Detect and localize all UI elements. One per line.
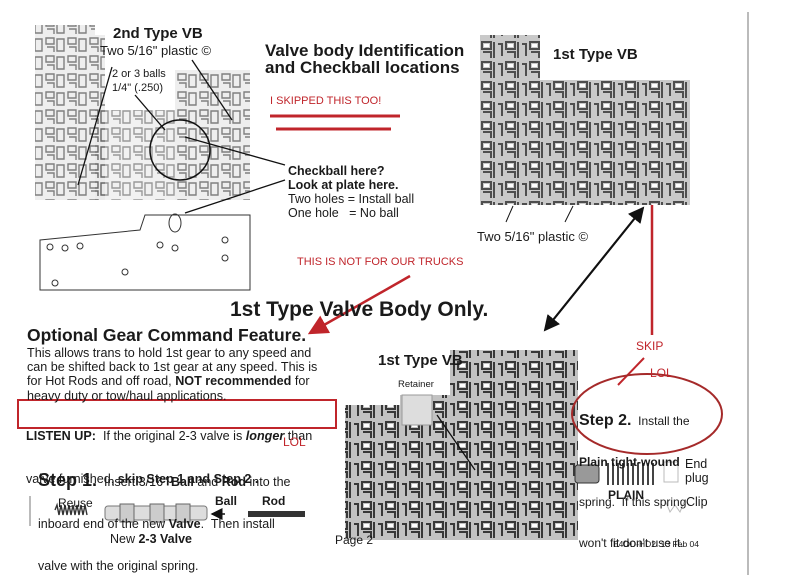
feature-line-3a: for Hot Rods and off road, bbox=[27, 374, 176, 389]
end-plug-label: End plug bbox=[685, 457, 709, 485]
second-type-vb-diagram bbox=[35, 25, 286, 214]
separator-plate-diagram bbox=[39, 213, 251, 291]
feature-heading: Optional Gear Command Feature. bbox=[27, 325, 307, 345]
retainer-label: Retainer bbox=[398, 379, 434, 390]
first-type-vb-label: 1st Type VB bbox=[553, 46, 638, 63]
annotation-skipped: I SKIPPED THIS TOO! bbox=[270, 95, 382, 107]
page-title: Valve body Identification and Checkball … bbox=[265, 42, 464, 76]
checkball-line-1: Checkball here? bbox=[288, 164, 385, 178]
feature-line-4: heavy duty or tow/haul applications. bbox=[27, 388, 227, 403]
listen-up-label: LISTEN UP: bbox=[26, 429, 96, 444]
end-plug-1: End bbox=[685, 457, 708, 471]
step1-heading: Step 1. bbox=[38, 470, 98, 490]
first-type-vb-diagram-top bbox=[480, 35, 690, 223]
new-valve-label: New 2-3 Valve bbox=[110, 532, 192, 546]
skip-steps: skip Step 1 and Step 2 . bbox=[117, 472, 259, 487]
longer-emphasis: longer bbox=[245, 429, 285, 444]
step1-valve: Valve bbox=[168, 517, 201, 531]
annotation-skip: SKIP bbox=[636, 339, 664, 353]
step1-ball: Ball bbox=[170, 475, 194, 489]
step2-text-4: won't fit don't use it. bbox=[579, 535, 684, 550]
section-title: 1st Type Valve Body Only. bbox=[230, 298, 489, 321]
checkball-note: Checkball here? Look at plate here. Two … bbox=[288, 164, 414, 220]
annotation-lol-2: LOL bbox=[650, 366, 673, 380]
feature-line-1: This allows trans to hold 1st gear to an… bbox=[27, 346, 312, 360]
plain-label: PLAIN bbox=[608, 488, 644, 502]
reuse-label: Reuse bbox=[58, 496, 93, 510]
new-valve-b: 2-3 Valve bbox=[138, 532, 192, 546]
listen-up-text-1: If the original 2-3 valve is bbox=[95, 429, 246, 444]
step2-heading: Step 2. bbox=[579, 412, 632, 429]
feature-line-3c: for bbox=[291, 374, 310, 389]
red-arrow bbox=[307, 274, 411, 335]
end-plug-2: plug bbox=[685, 471, 709, 485]
listen-up-text-3: than bbox=[284, 429, 313, 444]
annotation-not-for-trucks: THIS IS NOT FOR OUR TRUCKS bbox=[297, 256, 464, 268]
listen-up-text-4: valve furnished, bbox=[26, 472, 118, 487]
step1-text-4: inboard end of the new bbox=[38, 517, 169, 531]
bottom-vb-label: 1st Type VB bbox=[378, 352, 463, 369]
second-type-vb-sub: Two 5/16" plastic © bbox=[100, 43, 212, 58]
step2-text-2: Plain tight-wound bbox=[579, 454, 680, 469]
red-skip-line bbox=[617, 357, 645, 386]
red-box bbox=[17, 399, 337, 429]
not-recommended: NOT recommended bbox=[175, 374, 292, 389]
first-type-vb-diagram-bottom bbox=[345, 350, 578, 540]
clip-label: Clip bbox=[686, 495, 708, 509]
step1-rod: Rod bbox=[221, 475, 247, 489]
red-ellipse bbox=[571, 373, 723, 455]
first-type-vb-sub: Two 5/16" plastic © bbox=[477, 229, 589, 244]
annotation-lol-1: LOL bbox=[283, 435, 306, 449]
step2-text-3: spring. If this spring bbox=[579, 495, 687, 509]
balls-line-1: 2 or 3 balls bbox=[112, 68, 166, 80]
step1-text-1: Insert 3/16" bbox=[97, 475, 171, 489]
valve-parts-diagram bbox=[29, 461, 686, 526]
checkball-line-4: One hole = No ball bbox=[288, 206, 399, 220]
checkball-line-3: Two holes = Install ball bbox=[288, 192, 415, 206]
ball-label: Ball bbox=[215, 494, 238, 508]
rod-label: Rod bbox=[262, 494, 286, 508]
title-line-2: and Checkball locations bbox=[265, 58, 460, 77]
step1-text-2: and bbox=[193, 475, 222, 489]
feature-paragraph: This allows trans to hold 1st gear to an… bbox=[27, 346, 317, 403]
step2-text-1: Install the bbox=[631, 414, 690, 428]
step1-text-3: into the bbox=[246, 475, 291, 489]
second-type-vb-label: 2nd Type VB bbox=[113, 25, 203, 42]
step1: Step 1. Insert 3/16" Ball and Rod into t… bbox=[38, 445, 291, 587]
listen-up-note: LISTEN UP: If the original 2-3 valve is … bbox=[26, 401, 312, 500]
feature-line-2: can be shifted back to 1st gear at any s… bbox=[27, 360, 318, 375]
step1-text-6: valve with the original spring. bbox=[38, 559, 199, 573]
balls-line-2: 1/4" (.250) bbox=[112, 82, 163, 94]
step1-text-5: . Then install bbox=[200, 517, 275, 531]
new-valve-a: New bbox=[110, 532, 139, 546]
checkball-line-2: Look at plate here. bbox=[288, 178, 399, 192]
title-line-1: Valve body Identification bbox=[265, 41, 465, 60]
page-number: Page 2 bbox=[335, 533, 374, 547]
footer-code: E4OD-HD2 13 Feb 04 bbox=[613, 539, 699, 549]
step2: Step 2. Install the Plain tight-wound sp… bbox=[579, 387, 690, 564]
